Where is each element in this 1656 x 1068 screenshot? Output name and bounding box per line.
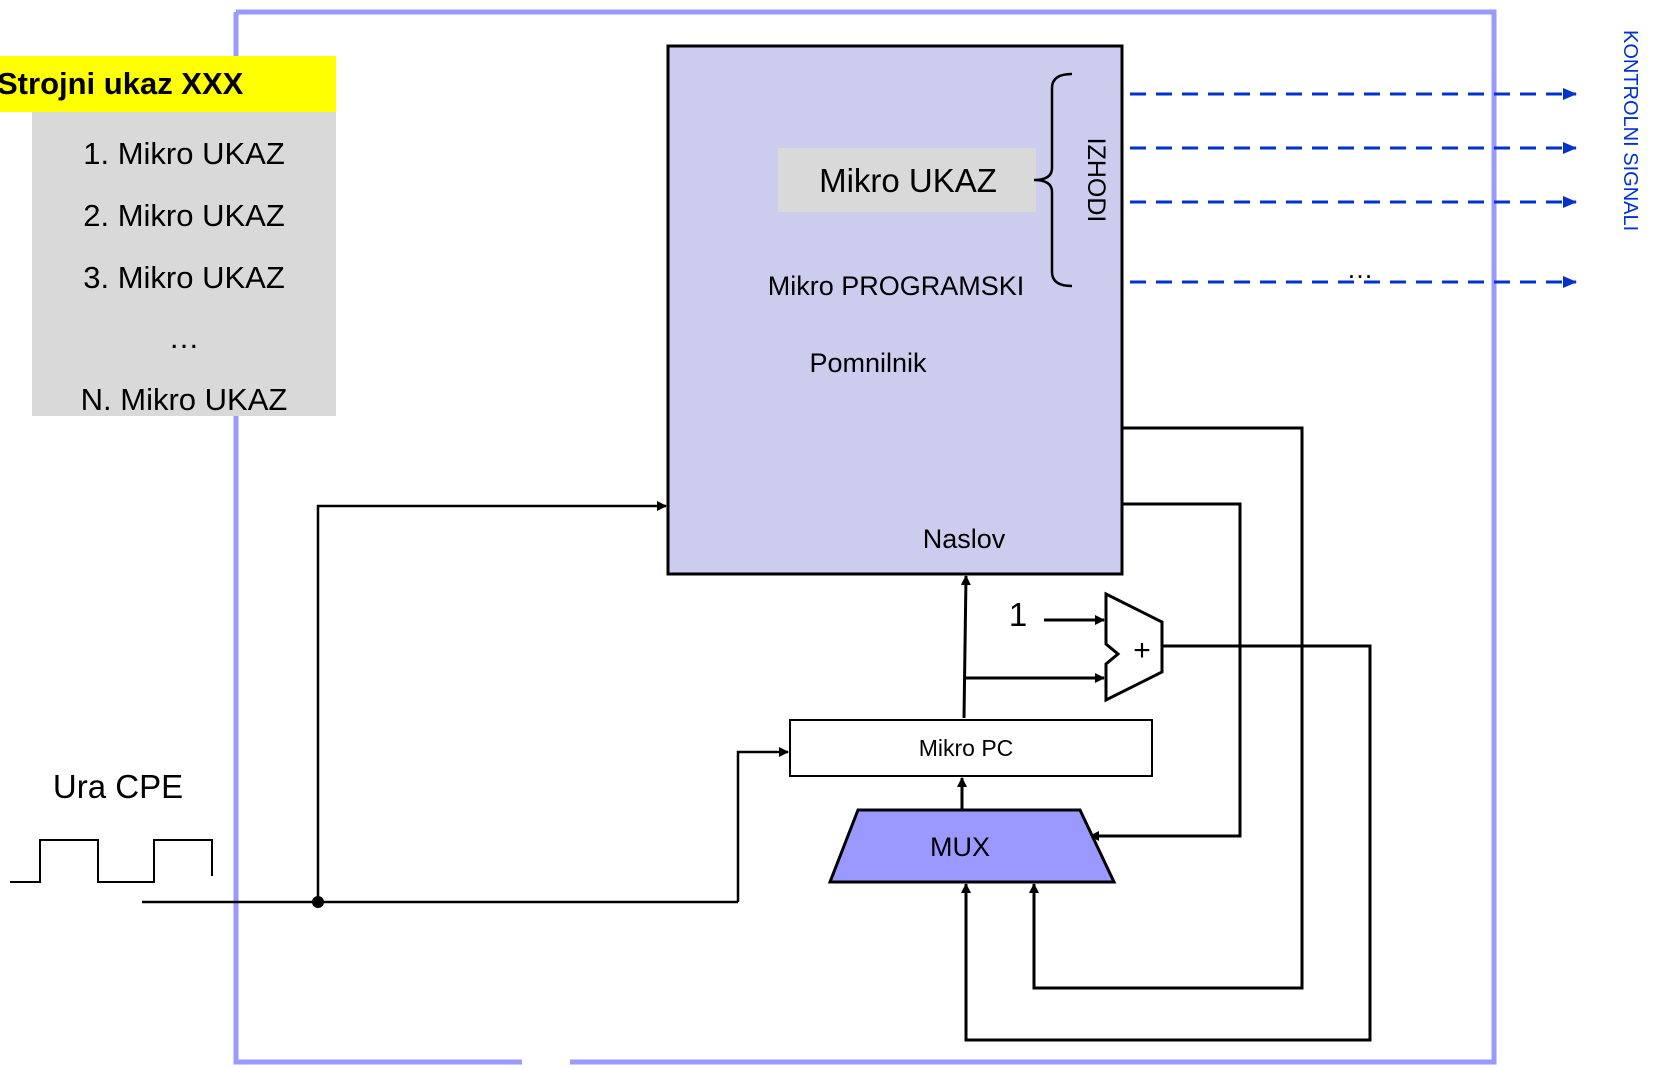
micro-pc-register <box>789 719 1153 777</box>
clock-waveform <box>10 839 213 883</box>
machine-instruction-text: Strojni ukaz XXX <box>0 66 244 101</box>
list-item: 2. Mikro UKAZ <box>83 198 285 233</box>
list-item: … <box>168 320 200 355</box>
micro-instruction-label: Mikro UKAZ <box>819 162 997 199</box>
clock-label: Ura CPE <box>53 768 183 805</box>
clock-to-memory-line <box>316 501 667 902</box>
adder-symbol: + <box>1133 634 1151 667</box>
control-signals-label: KONTROLNI SIGNALI <box>1619 30 1641 231</box>
micro-instruction-box <box>778 148 1036 212</box>
feedback-line-inner <box>1089 502 1242 841</box>
list-item: 1. Mikro UKAZ <box>83 136 285 171</box>
machine-instruction-title: Strojni ukaz XXX <box>0 56 336 112</box>
mux-label: MUX <box>930 832 990 862</box>
adder-constant: 1 <box>1009 596 1027 633</box>
clock-to-pc-line <box>736 747 789 902</box>
outputs-brace <box>1033 72 1073 288</box>
outputs-label: IZHODI <box>1082 138 1110 223</box>
feedback-line-outer <box>1029 426 1304 990</box>
address-label: Naslov <box>923 524 1006 554</box>
micro-instruction-list: 1. Mikro UKAZ 2. Mikro UKAZ 3. Mikro UKA… <box>32 112 336 417</box>
micro-pc-label: Mikro PC <box>919 735 1014 761</box>
list-item: 3. Mikro UKAZ <box>83 260 285 295</box>
adder-output-line <box>961 644 1372 1042</box>
mux-shape <box>827 808 1117 884</box>
memory-label-line2: Pomnilnik <box>809 348 927 378</box>
address-line <box>960 575 971 719</box>
list-item: N. Mikro UKAZ <box>80 382 288 417</box>
microprogram-memory <box>666 44 1124 576</box>
memory-label-line1: Mikro PROGRAMSKI <box>768 271 1025 301</box>
control-signals-ellipsis: … <box>1347 254 1374 284</box>
adder-shape <box>1104 591 1164 703</box>
